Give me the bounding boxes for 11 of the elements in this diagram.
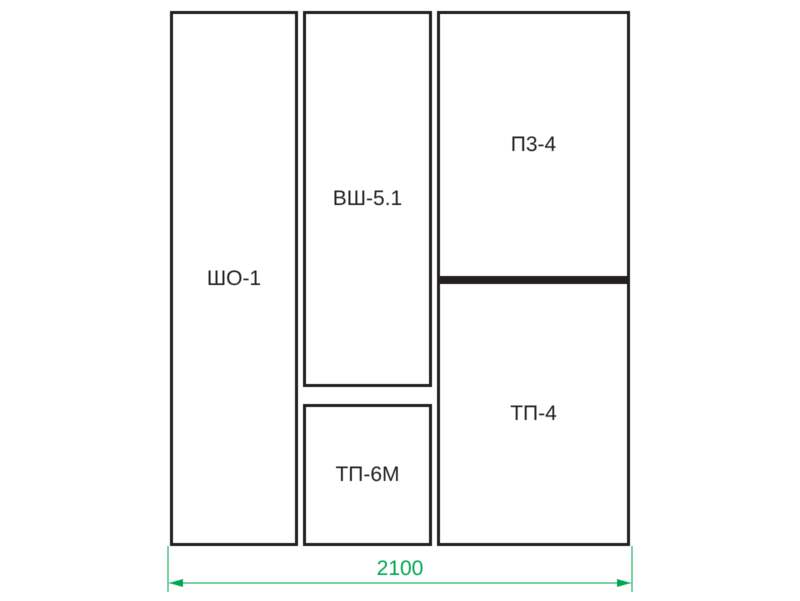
cabinet-section (437, 11, 630, 279)
section-label: ТП-6М (335, 463, 400, 487)
section-label: ТП-4 (510, 402, 557, 426)
cabinet-section (170, 11, 298, 546)
cabinet-section (303, 404, 432, 546)
section-label: П3-4 (510, 133, 556, 157)
section-label: ВШ-5.1 (332, 187, 402, 211)
dimension-label: 2100 (376, 557, 424, 581)
cabinet-section (303, 11, 432, 387)
cabinet-section (437, 279, 630, 546)
section-label: ШО-1 (206, 266, 262, 290)
